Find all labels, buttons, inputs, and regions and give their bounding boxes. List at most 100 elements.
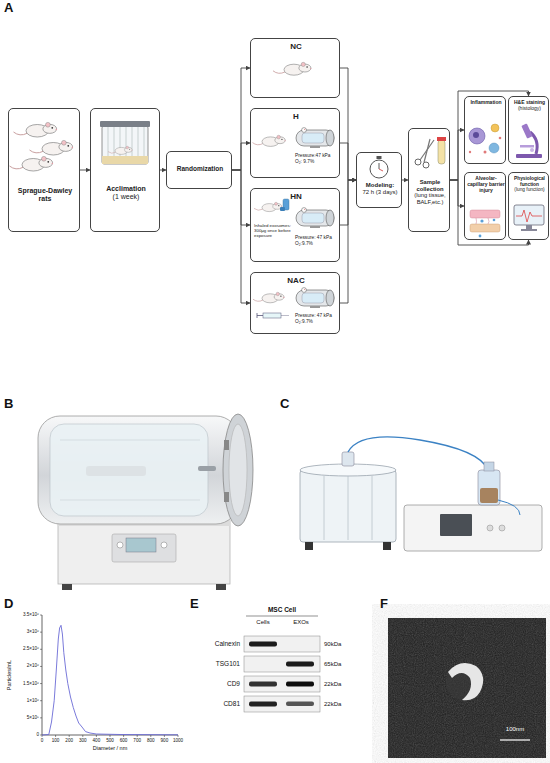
syringe-icon — [263, 313, 281, 318]
nebulizer-illustration — [498, 500, 520, 515]
hyperbaric-chamber-illustration — [58, 520, 230, 526]
cage-icon — [108, 127, 144, 164]
cage-icon — [108, 146, 132, 154]
cage-icon — [100, 121, 150, 164]
panel-letter: B — [4, 397, 13, 411]
group-box: H Pressure:47 kPaO₂: 9.7% — [250, 108, 340, 178]
tem-image — [388, 618, 546, 758]
node-title: Sample collection — [410, 179, 450, 192]
hyperbaric-chamber-illustration — [38, 416, 238, 524]
monitor-icon — [516, 210, 542, 222]
microscope-icon — [520, 145, 534, 148]
outcome-box: Physiological function(lung function) — [508, 172, 549, 240]
hyperbaric-chamber-illustration — [86, 466, 146, 476]
cage-icon — [100, 121, 150, 127]
axis-label: 800 — [147, 738, 155, 743]
process-box: Sample collection(lung tissue, BALF,etc.… — [408, 128, 450, 232]
node-title: Sprague-Dawley rats — [11, 187, 79, 203]
node-title: Modeling: — [358, 182, 402, 189]
western-blot — [246, 616, 318, 617]
flow-arrow — [232, 170, 250, 225]
node-text: Pressure:47 kPa — [295, 153, 341, 159]
text-group: HN — [251, 192, 341, 201]
flow-arrow — [232, 68, 250, 170]
axis-label: 1.5×10⁶ — [23, 681, 39, 686]
monitor-icon — [526, 225, 532, 229]
flow-arrow — [450, 180, 529, 245]
hyperbaric-chamber-illustration — [198, 466, 216, 471]
text-group: Inflammation — [466, 100, 506, 106]
western-blot — [249, 642, 277, 647]
barrier-icon — [480, 219, 483, 222]
monitor-icon — [514, 205, 544, 225]
axis-label: 5×10⁵ — [27, 715, 39, 720]
panel-letter: E — [190, 597, 199, 611]
scissors-icon — [415, 159, 421, 165]
western-blot — [249, 682, 277, 687]
axis-label: CD81 — [223, 700, 240, 707]
barrier-icon — [493, 219, 496, 222]
stopwatch-icon — [377, 156, 382, 159]
illustration — [296, 208, 334, 228]
text-group: Pressure: 47 kPaO₂:9.7% — [295, 235, 341, 246]
barrier-icon — [476, 218, 489, 224]
inflammation-icon — [469, 151, 471, 153]
inflammation-icon — [469, 128, 485, 144]
hyperbaric-chamber-illustration — [224, 492, 229, 502]
text-group: Randomization — [168, 165, 232, 172]
hyperbaric-chamber-illustration — [229, 424, 247, 516]
western-blot — [244, 636, 320, 652]
hyperbaric-chamber-illustration — [112, 534, 176, 562]
node-text: (1 week) — [93, 193, 159, 201]
node-title: Inflammation — [466, 100, 506, 106]
western-blot — [244, 696, 320, 712]
node-text: Inhaled exosomes: 300μg once before expo… — [254, 223, 294, 238]
microscope-icon — [521, 123, 532, 138]
nebulizer-illustration — [300, 437, 542, 551]
inflammation-icon — [473, 132, 479, 138]
stopwatch-icon — [370, 160, 388, 178]
scissors-icon — [424, 139, 430, 163]
text-group: H — [251, 112, 341, 121]
scissors-icon — [415, 137, 446, 168]
node-text: O₂:9.7% — [295, 241, 341, 247]
axis-label: 300 — [79, 738, 87, 743]
group-box: NACPressure: 47 kPaO₂:9.7% — [250, 272, 340, 334]
text-group: Physiological function(lung function) — [510, 176, 549, 193]
hyperbaric-chamber-illustration — [126, 538, 156, 552]
nebulizer-illustration — [404, 505, 542, 551]
node-title: Randomization — [168, 165, 232, 172]
axis-label: Calnexin — [215, 640, 240, 647]
syringe-icon — [257, 313, 258, 318]
tem-image — [500, 739, 530, 740]
rats-icons — [14, 122, 58, 137]
rats-icons — [10, 156, 54, 171]
inhaler-icon — [280, 207, 285, 211]
process-box: Randomization — [166, 151, 232, 189]
nta-chart — [42, 615, 178, 735]
outcome-box: Inflammation — [464, 96, 506, 164]
node-title: NC — [251, 42, 341, 51]
tem-image — [446, 664, 482, 700]
flow-arrow — [340, 180, 356, 225]
axis-label: 3×10⁶ — [27, 630, 39, 635]
text-group: H&E staining(histology) — [510, 100, 549, 112]
panel-letter: D — [4, 597, 13, 611]
inflammation-icon — [491, 124, 499, 132]
hyperbaric-chamber-illustration — [224, 440, 229, 450]
scissors-icon — [438, 140, 445, 164]
syringe-icon — [257, 313, 289, 318]
nta-chart — [40, 615, 42, 735]
western-blot — [244, 656, 320, 672]
node-text: 72 h (3 days) — [358, 189, 402, 196]
node-title: HN — [251, 192, 341, 201]
text-group: Modeling:72 h (3 days) — [358, 182, 402, 196]
axis-label: 900 — [161, 738, 169, 743]
node-title: Physiological function — [510, 176, 549, 187]
text-group: Alveolar-capillary barrier injury — [466, 176, 506, 193]
microscope-icon — [530, 132, 537, 154]
node-text: O₂: 9.7% — [295, 159, 341, 165]
